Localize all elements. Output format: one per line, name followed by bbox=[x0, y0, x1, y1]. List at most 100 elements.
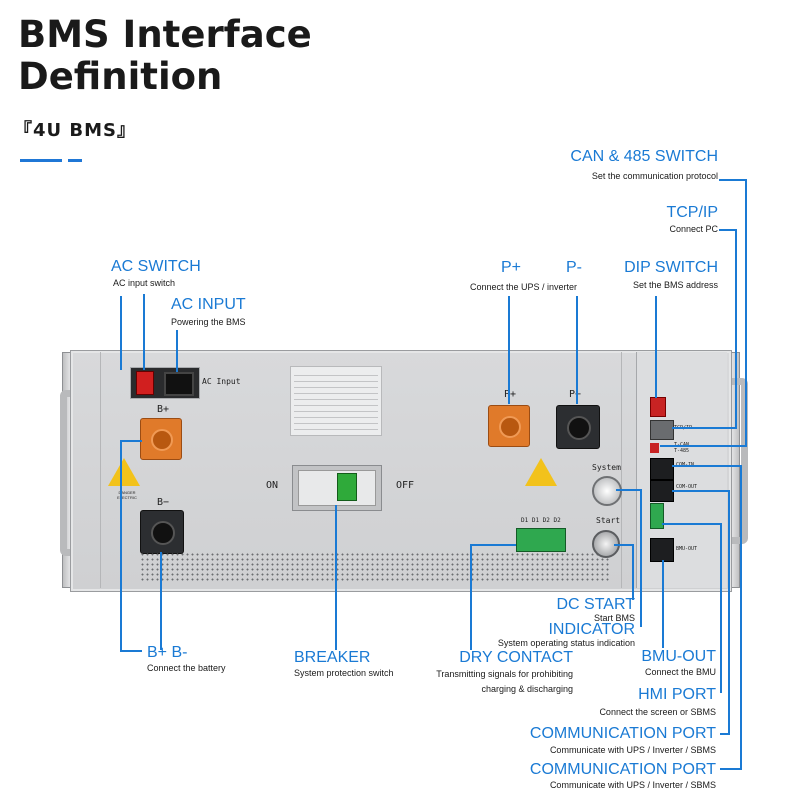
bmu-out-desc: Connect the BMU bbox=[644, 667, 716, 677]
bplus-bminus-desc: Connect the battery bbox=[147, 663, 226, 673]
title-line-1: BMS Interface bbox=[18, 13, 312, 56]
accent-dash-small bbox=[68, 159, 82, 162]
leader-line bbox=[660, 445, 747, 447]
page-title: BMS Interface Definition bbox=[18, 14, 312, 98]
on-label: ON bbox=[266, 480, 279, 491]
leader-line bbox=[470, 544, 516, 546]
breaker-title: BREAKER bbox=[294, 649, 371, 666]
dry-contact-desc-2: charging & discharging bbox=[481, 684, 573, 694]
pplus-device-label: P+ bbox=[504, 389, 517, 400]
bplus-socket bbox=[151, 429, 173, 451]
indicator-desc: System operating status indication bbox=[497, 638, 635, 648]
comm-port-1-title: COMMUNICATION PORT bbox=[529, 725, 716, 742]
leader-line bbox=[335, 505, 337, 650]
leader-line bbox=[160, 552, 162, 650]
start-label: Start bbox=[596, 516, 621, 525]
breaker-toggle[interactable] bbox=[337, 473, 357, 501]
comm-port-2-desc: Communicate with UPS / Inverter / SBMS bbox=[549, 780, 716, 790]
pminus-title: P- bbox=[566, 259, 582, 276]
leader-line bbox=[120, 650, 142, 652]
com-in-port[interactable] bbox=[650, 458, 674, 480]
bplus-bminus-title: B+ B- bbox=[147, 644, 188, 661]
tcpip-desc: Connect PC bbox=[669, 224, 718, 234]
can485-switch-title: CAN & 485 SWITCH bbox=[570, 148, 718, 165]
warning-triangle-icon bbox=[108, 458, 140, 486]
system-indicator bbox=[592, 476, 622, 506]
leader-line bbox=[720, 768, 742, 770]
leader-line bbox=[655, 296, 657, 398]
hmi-connector[interactable] bbox=[650, 503, 664, 529]
leader-line bbox=[719, 229, 737, 231]
system-label: System bbox=[592, 463, 621, 472]
leader-line bbox=[576, 296, 578, 404]
pminus-device-label: P− bbox=[569, 389, 581, 400]
leader-line bbox=[470, 544, 472, 650]
leader-line bbox=[176, 330, 178, 372]
dry-contact-title: DRY CONTACT bbox=[459, 649, 573, 666]
leader-line bbox=[632, 544, 634, 600]
pplus-socket bbox=[499, 416, 521, 438]
bminus-socket bbox=[151, 521, 175, 545]
leader-line bbox=[662, 560, 664, 648]
dc-start-desc: Start BMS bbox=[593, 613, 635, 623]
dip-switch-title: DIP SWITCH bbox=[624, 259, 718, 276]
leader-line bbox=[120, 440, 142, 442]
warning-text: DANGER ELECTRIC bbox=[117, 490, 137, 500]
ac-switch-desc: AC input switch bbox=[113, 278, 176, 288]
dry-contact-desc-1: Transmitting signals for prohibiting bbox=[436, 669, 573, 679]
title-line-2: Definition bbox=[18, 55, 223, 98]
hmi-port-desc: Connect the screen or SBMS bbox=[599, 707, 716, 717]
warning-triangle-icon-2 bbox=[525, 458, 557, 486]
can485-switch[interactable] bbox=[650, 443, 659, 453]
ac-input-desc: Powering the BMS bbox=[171, 317, 246, 327]
leader-line bbox=[672, 490, 730, 492]
bmu-out-title: BMU-OUT bbox=[641, 648, 716, 665]
tcpip-title: TCP/IP bbox=[666, 204, 718, 221]
leader-line bbox=[672, 427, 737, 429]
com-out-label: COM-OUT bbox=[676, 484, 698, 490]
ac-input-label: AC Input bbox=[202, 377, 241, 386]
dip-switch[interactable] bbox=[650, 397, 666, 417]
dry-contact-connector[interactable] bbox=[516, 528, 566, 552]
leader-line bbox=[720, 523, 722, 693]
comm-port-2-title: COMMUNICATION PORT bbox=[529, 761, 716, 778]
leader-line bbox=[640, 489, 642, 627]
accent-dash bbox=[20, 159, 62, 162]
leader-line bbox=[728, 490, 730, 735]
spec-label-sticker bbox=[290, 366, 382, 436]
p-desc: Connect the UPS / inverter bbox=[470, 282, 578, 292]
hmi-port-title: HMI PORT bbox=[638, 686, 716, 703]
panel-frame bbox=[100, 352, 622, 588]
pplus-title: P+ bbox=[501, 259, 522, 276]
leader-line bbox=[735, 229, 737, 429]
tcpip-port[interactable] bbox=[650, 420, 674, 440]
t485-label: T-485 bbox=[674, 448, 690, 454]
leader-line bbox=[740, 465, 742, 770]
leader-line bbox=[616, 489, 642, 491]
bmu-out-port[interactable] bbox=[650, 538, 674, 562]
leader-line bbox=[143, 294, 145, 370]
bminus-label: B− bbox=[157, 497, 170, 508]
leader-line bbox=[719, 179, 747, 181]
dry-contact-labels: D1 D1 D2 D2 bbox=[521, 517, 561, 524]
leader-line bbox=[745, 179, 747, 447]
ac-input-socket[interactable] bbox=[164, 372, 194, 396]
leader-line bbox=[720, 733, 730, 735]
indicator-title: INDICATOR bbox=[548, 621, 635, 638]
can485-switch-desc: Set the communication protocol bbox=[591, 171, 718, 181]
bplus-label: B+ bbox=[157, 404, 170, 415]
breaker-desc: System protection switch bbox=[294, 668, 394, 678]
leader-line bbox=[120, 440, 122, 650]
comm-port-1-desc: Communicate with UPS / Inverter / SBMS bbox=[549, 745, 716, 755]
dip-switch-desc: Set the BMS address bbox=[632, 280, 718, 290]
com-out-port[interactable] bbox=[650, 480, 674, 502]
ac-switch-title: AC SWITCH bbox=[111, 258, 201, 275]
leader-line bbox=[508, 296, 510, 404]
leader-line bbox=[672, 465, 742, 467]
dc-start-title: DC START bbox=[556, 596, 635, 613]
ac-switch[interactable] bbox=[136, 371, 154, 395]
vent-grille bbox=[140, 552, 610, 582]
pminus-socket bbox=[567, 416, 591, 440]
ac-input-title: AC INPUT bbox=[171, 296, 246, 313]
leader-line bbox=[662, 523, 722, 525]
